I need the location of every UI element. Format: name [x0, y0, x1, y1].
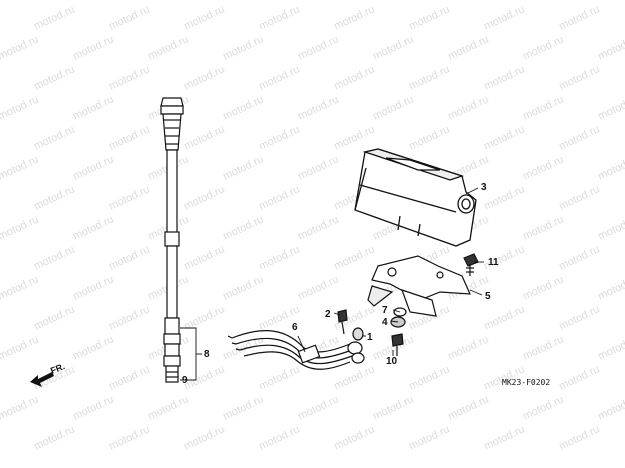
wire-harness	[227, 330, 365, 370]
callout-1: 1	[367, 332, 373, 343]
callout-3: 3	[481, 182, 487, 193]
bolt-11	[463, 253, 479, 276]
leader-lines	[180, 187, 484, 381]
callout-5: 5	[485, 291, 491, 302]
screw-grommet	[337, 309, 364, 341]
callout-2: 2	[325, 309, 331, 320]
callout-11: 11	[488, 257, 499, 268]
fastener-stack	[390, 307, 407, 356]
front-direction-arrow: FR.	[30, 361, 66, 387]
callout-9: 9	[182, 375, 188, 386]
meter-bracket	[367, 255, 471, 317]
meter-case	[354, 148, 477, 247]
callout-7: 7	[382, 305, 388, 316]
callout-8: 8	[204, 349, 210, 360]
diagram-code: MK23-F0202	[502, 378, 550, 387]
direction-label: FR.	[49, 361, 66, 376]
callout-4: 4	[382, 317, 388, 328]
callout-6: 6	[292, 322, 298, 333]
callout-10: 10	[386, 356, 398, 367]
speedometer-cable	[160, 97, 184, 383]
